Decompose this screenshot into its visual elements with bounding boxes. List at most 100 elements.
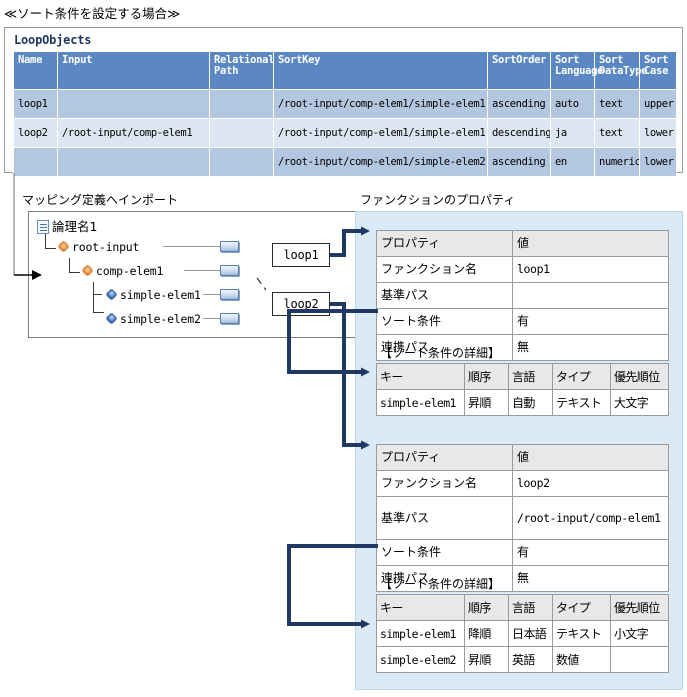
cell-relational-path [209, 118, 274, 148]
tree-node-comp-elem1[interactable]: comp-elem1 [81, 264, 164, 282]
prop-value: loop1 [512, 256, 669, 283]
table-header-row: キー 順序 言語 タイプ 優先順位 [376, 594, 669, 621]
sort-detail-table-loop1: キー 順序 言語 タイプ 優先順位 simple-elem1 昇順 自動 テキス… [376, 363, 669, 416]
col-header-property: プロパティ [376, 444, 513, 471]
loop-objects-panel: LoopObjects Name Input Relational Path S [4, 27, 683, 177]
cell-language: 自動 [508, 389, 553, 416]
tree-slot-icon[interactable] [220, 241, 239, 252]
tree-node-simple-elem1[interactable]: simple-elem1 [105, 288, 201, 306]
sort-detail-caption-loop1: 【ソート条件の詳細】 [380, 346, 501, 360]
cell-key: simple-elem1 [376, 620, 465, 647]
table-row: ソート条件 有 [376, 539, 669, 566]
table-row: ファンクション名 loop1 [376, 256, 669, 283]
tree-root-row[interactable]: 論理名1 [37, 216, 97, 234]
cell-input [57, 89, 210, 119]
cell-sort-language: auto [550, 89, 595, 119]
prop-key: 基準パス [376, 282, 513, 309]
complex-element-icon [57, 240, 70, 253]
col-header-type: タイプ [552, 594, 611, 621]
table-row: simple-elem1 降順 日本語 テキスト 小文字 [376, 620, 669, 647]
prop-key: ソート条件 [376, 539, 513, 566]
tree-elbow [93, 294, 104, 313]
cell-key: simple-elem1 [376, 389, 465, 416]
tree-connector-line [203, 294, 220, 295]
cell-sort-case: lower [639, 147, 677, 177]
table-row: 連携パス 無 [376, 334, 669, 361]
cell-sortkey: /root-input/comp-elem1/simple-elem1 [273, 118, 488, 148]
properties-table-loop1: プロパティ 値 ファンクション名 loop1 基準パス ソート条件 有 連携パス… [376, 230, 669, 361]
loop-objects-table: Name Input Relational Path SortKey SortO… [13, 51, 677, 177]
loop1-node-box[interactable]: loop1 [272, 243, 330, 267]
tree-node-label: root-input [72, 240, 140, 254]
tree-slot-icon[interactable] [220, 313, 239, 324]
cell-language: 日本語 [508, 620, 553, 647]
col-header-type: タイプ [552, 363, 611, 390]
cell-sort-datatype: text [594, 118, 640, 148]
table-row: /root-input/comp-elem1/simple-elem2 asce… [13, 147, 677, 177]
cell-sort-case: upper [639, 89, 677, 119]
table-header-row: Name Input Relational Path SortKey SortO… [13, 51, 677, 90]
tree-root-label: 論理名1 [52, 219, 98, 234]
col-header-value: 値 [512, 230, 669, 257]
cell-type: テキスト [552, 620, 611, 647]
table-header-row: キー 順序 言語 タイプ 優先順位 [376, 363, 669, 390]
cell-sort-language: en [550, 147, 595, 177]
tree-connector-line [203, 318, 220, 319]
cell-sortkey: /root-input/comp-elem1/simple-elem2 [273, 147, 488, 177]
cell-sortorder: descending [487, 118, 551, 148]
cell-type: テキスト [552, 389, 611, 416]
table-row: loop1 /root-input/comp-elem1/simple-elem… [13, 89, 677, 119]
cell-priority [610, 646, 669, 673]
tree-node-simple-elem2[interactable]: simple-elem2 [105, 312, 201, 330]
col-header-sortkey: SortKey [273, 51, 488, 90]
complex-element-icon [81, 264, 94, 277]
col-header-key: キー [376, 594, 465, 621]
page-title: ≪ソート条件を設定する場合≫ [4, 6, 181, 21]
simple-element-icon [105, 312, 118, 325]
table-row: loop2 /root-input/comp-elem1 /root-input… [13, 118, 677, 148]
prop-value: /root-input/comp-elem1 [512, 496, 669, 540]
cell-priority: 小文字 [610, 620, 669, 647]
cell-sort-datatype: text [594, 89, 640, 119]
prop-value: 有 [512, 308, 669, 335]
cell-name: loop1 [13, 89, 58, 119]
col-header-name: Name [13, 51, 58, 90]
tree-elbow [69, 258, 80, 273]
col-header-value: 値 [512, 444, 669, 471]
cell-sort-language: ja [550, 118, 595, 148]
prop-key: ファンクション名 [376, 256, 513, 283]
table-row: simple-elem1 昇順 自動 テキスト 大文字 [376, 389, 669, 416]
tree-connector-line [184, 270, 220, 271]
mapping-tree-box: 論理名1 root-input comp-elem1 simple-elem1 … [28, 211, 365, 338]
col-header-language: 言語 [508, 363, 553, 390]
col-header-sort-datatype: Sort DataType [594, 51, 647, 90]
cell-order: 昇順 [464, 646, 509, 673]
simple-element-icon [105, 288, 118, 301]
function-properties-panel: プロパティ 値 ファンクション名 loop1 基準パス ソート条件 有 連携パス… [355, 211, 683, 690]
tree-slot-icon[interactable] [220, 265, 239, 276]
col-header-order: 順序 [464, 594, 509, 621]
prop-value [512, 282, 669, 309]
col-header-priority: 優先順位 [610, 594, 669, 621]
table-header-row: プロパティ 値 [376, 230, 669, 257]
cell-priority: 大文字 [610, 389, 669, 416]
prop-value: 有 [512, 539, 669, 566]
cell-sort-datatype: numeric [594, 147, 640, 177]
loop2-node-box[interactable]: loop2 [272, 292, 330, 316]
cell-sort-case: lower [639, 118, 677, 148]
cell-input [57, 147, 210, 177]
tree-node-root-input[interactable]: root-input [57, 240, 140, 258]
cell-name: loop2 [13, 118, 58, 148]
sort-detail-caption-loop2: 【ソート条件の詳細】 [380, 577, 501, 591]
tree-node-label: comp-elem1 [96, 264, 164, 278]
document-icon [37, 220, 49, 234]
tree-slot-icon[interactable] [220, 289, 239, 300]
prop-key: ファンクション名 [376, 470, 513, 497]
prop-key: ソート条件 [376, 308, 513, 335]
col-header-order: 順序 [464, 363, 509, 390]
table-row: ソート条件 有 [376, 308, 669, 335]
function-section-caption: ファンクションのプロパティ [360, 193, 516, 207]
prop-value: loop2 [512, 470, 669, 497]
prop-key: 基準パス [376, 496, 513, 540]
cell-type: 数値 [552, 646, 611, 673]
